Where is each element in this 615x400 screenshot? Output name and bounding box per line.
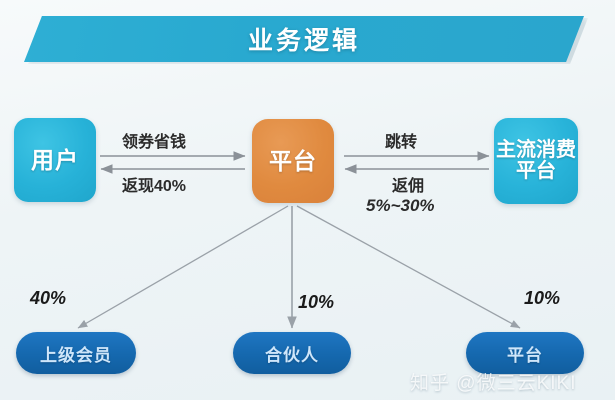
pill-platform-label: 平台 <box>507 345 543 365</box>
watermark: 知乎 @微三云KIKI <box>410 373 577 394</box>
node-platform[interactable]: 平台 <box>252 119 334 203</box>
header-banner-wrap: 业务逻辑 <box>0 8 615 70</box>
percent-label-platform: 10% <box>524 288 561 308</box>
edge-label-cashback: 返现40% <box>122 178 187 195</box>
node-platform-label: 平台 <box>269 147 317 174</box>
edge-label-rebate: 返佣 <box>392 178 425 195</box>
pill-partner[interactable]: 合伙人 <box>233 332 351 374</box>
percent-label-partner: 10% <box>298 292 335 312</box>
pill-upper-member[interactable]: 上级会员 <box>16 332 136 374</box>
edge-label-coupon-save: 领券省钱 <box>122 134 187 151</box>
page-title: 业务逻辑 <box>247 27 360 55</box>
pill-platform[interactable]: 平台 <box>466 332 584 374</box>
percent-label-upper-member: 40% <box>30 288 67 308</box>
node-user-label: 用户 <box>31 146 79 173</box>
node-mainstream-platform[interactable]: 主流消费平台 <box>494 118 578 204</box>
edge-label-rebate-range: 5%~30% <box>366 196 435 215</box>
pill-partner-label: 合伙人 <box>265 345 319 365</box>
pill-upper-member-label: 上级会员 <box>40 345 112 365</box>
edge-label-jump: 跳转 <box>385 134 418 151</box>
node-mainstream-platform-label: 主流消费平台 <box>496 139 576 182</box>
header-banner: 业务逻辑 <box>24 16 584 62</box>
node-user[interactable]: 用户 <box>14 118 96 202</box>
arrow-platform-to-upper-member <box>77 205 289 329</box>
